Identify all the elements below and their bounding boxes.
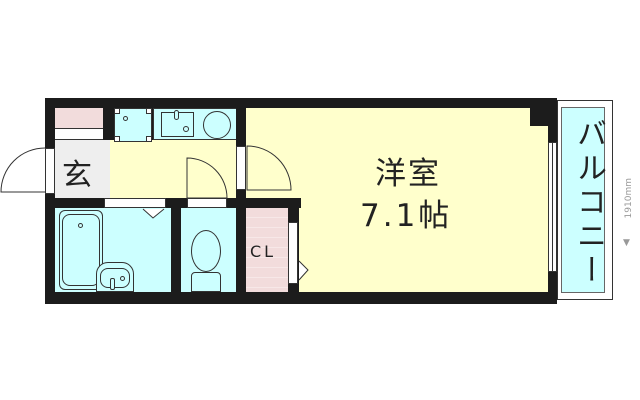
- toilet-door-swing: [186, 157, 228, 199]
- washbasin-bowl: [100, 268, 130, 288]
- wm-corner: [114, 108, 120, 114]
- wm-corner: [114, 136, 120, 142]
- shoe-cabinet-shelf: [55, 128, 103, 140]
- closet-door-frame: [288, 222, 298, 284]
- washing-machine-space: [114, 108, 152, 142]
- sink-drain-icon: [183, 126, 189, 132]
- closet-floor: [246, 208, 288, 292]
- interior-wall: [45, 198, 301, 208]
- balcony-depth-dimension: 1910mm: [624, 178, 634, 219]
- wm-drain: [123, 116, 128, 121]
- bath-door-frame: [104, 198, 166, 208]
- dimension-arrow-icon: ▼: [623, 238, 630, 248]
- entrance-label: 玄: [62, 158, 94, 193]
- room-door-swing: [246, 145, 292, 191]
- front-door-swing: [0, 147, 46, 193]
- entrance-floor: [55, 140, 110, 198]
- room-door-frame: [236, 146, 246, 190]
- shoe-cabinet: [55, 108, 103, 128]
- balcony-label: バルコニー: [571, 118, 606, 288]
- bathtub-icon: [59, 210, 103, 290]
- toilet-tank-icon: [191, 272, 221, 292]
- wm-corner: [146, 136, 152, 142]
- bath-door-arrow-icon: [142, 208, 165, 219]
- balcony-window-divider: [552, 142, 553, 272]
- washbasin-faucet: [110, 278, 115, 290]
- bath-toilet-wall: [171, 208, 181, 304]
- pillar: [530, 108, 548, 126]
- front-door-frame: [45, 148, 55, 194]
- closet-door-arrow-icon: [298, 260, 309, 281]
- toilet-bowl-icon: [191, 230, 221, 272]
- closet-top-wall: [246, 198, 301, 208]
- stove-icon: [203, 111, 231, 139]
- western-room-size: 7.1帖: [360, 198, 453, 234]
- washbasin-drain: [120, 276, 125, 281]
- faucet-icon: [174, 110, 179, 120]
- bathtub-drain: [78, 223, 83, 228]
- closet-label: CL: [250, 242, 277, 261]
- western-room-name: 洋室: [375, 156, 441, 192]
- wm-corner: [146, 108, 152, 114]
- balcony-floor: [561, 107, 605, 293]
- bathtub-inner: [62, 214, 100, 286]
